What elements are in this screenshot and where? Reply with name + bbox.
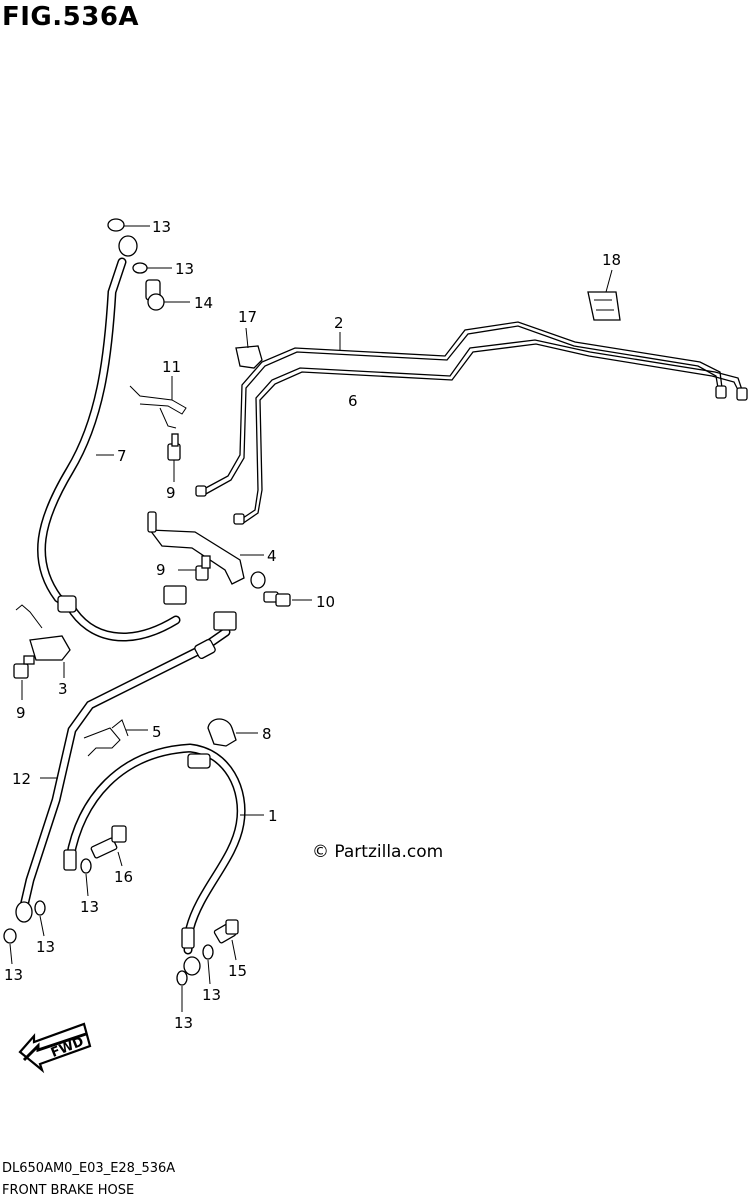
callout-11: 11 [162, 358, 181, 376]
gasket-13-mid-a[interactable] [80, 858, 92, 874]
callout-13-mid-a: 13 [80, 898, 99, 916]
joint-bracket-4[interactable] [147, 511, 266, 589]
pipe-fitting-lower [233, 513, 245, 525]
callout-9-middle: 9 [156, 561, 166, 579]
pipe-fitting-left [195, 485, 207, 497]
gasket-13-upper[interactable] [132, 262, 148, 274]
callout-9-lower: 9 [16, 704, 26, 722]
callout-13-top: 13 [152, 218, 171, 236]
callout-14: 14 [194, 294, 213, 312]
hose-clamp-3[interactable] [15, 604, 71, 661]
callout-13-bottom: 13 [174, 1014, 193, 1032]
callout-7: 7 [117, 447, 127, 465]
hose-clamp-5[interactable] [83, 719, 129, 757]
brake-pipe-6[interactable] [239, 339, 748, 525]
brake-hose-12[interactable] [15, 627, 231, 923]
gasket-13-top[interactable] [107, 218, 125, 232]
callout-3: 3 [58, 680, 68, 698]
gasket-13-bottom[interactable] [176, 970, 188, 986]
pipe-clamp-18[interactable] [587, 291, 621, 321]
bolt-10[interactable] [263, 591, 291, 607]
callout-8: 8 [262, 725, 272, 743]
callout-17: 17 [238, 308, 257, 326]
leader-lines [9, 225, 613, 1012]
brake-hose-1[interactable] [63, 743, 246, 976]
gasket-13-right[interactable] [202, 944, 214, 960]
figure-caption: FRONT BRAKE HOSE [2, 1183, 135, 1198]
union-bolt-14[interactable] [145, 279, 165, 311]
callout-13-left: 13 [4, 966, 23, 984]
figure-title: FIG.536A [2, 2, 140, 32]
callout-5: 5 [152, 723, 162, 741]
union-bolt-16[interactable] [90, 825, 127, 859]
forward-direction-arrow-icon: FWD [18, 1022, 92, 1074]
clip-17[interactable] [235, 345, 263, 369]
hose-joint-lower [213, 611, 237, 631]
callout-4: 4 [267, 547, 277, 565]
hose-clamp-8[interactable] [207, 718, 237, 747]
callout-13-mid-b: 13 [36, 938, 55, 956]
callout-6: 6 [348, 392, 358, 410]
brake-hose-7[interactable] [37, 235, 181, 642]
brake-pipe-2[interactable] [201, 321, 727, 496]
gasket-13-left[interactable] [3, 928, 17, 944]
callout-18: 18 [602, 251, 621, 269]
callout-9-upper: 9 [166, 484, 176, 502]
bolt-9-upper[interactable] [167, 433, 181, 461]
callout-13-right: 13 [202, 986, 221, 1004]
hose-guide-11[interactable] [129, 385, 187, 429]
callout-10: 10 [316, 593, 335, 611]
bolt-9-middle[interactable] [195, 555, 211, 581]
callout-16: 16 [114, 868, 133, 886]
callout-13-upper: 13 [175, 260, 194, 278]
callout-12: 12 [12, 770, 31, 788]
callout-1: 1 [268, 807, 278, 825]
union-bolt-15[interactable] [213, 919, 239, 944]
gasket-13-mid-b[interactable] [34, 900, 46, 916]
watermark: © Partzilla.com [312, 842, 444, 862]
callout-15: 15 [228, 962, 247, 980]
hose-joint-upper [163, 585, 187, 605]
bolt-9-lower[interactable] [13, 655, 35, 679]
callout-2: 2 [334, 314, 344, 332]
model-code: DL650AM0_E03_E28_536A [2, 1161, 176, 1176]
